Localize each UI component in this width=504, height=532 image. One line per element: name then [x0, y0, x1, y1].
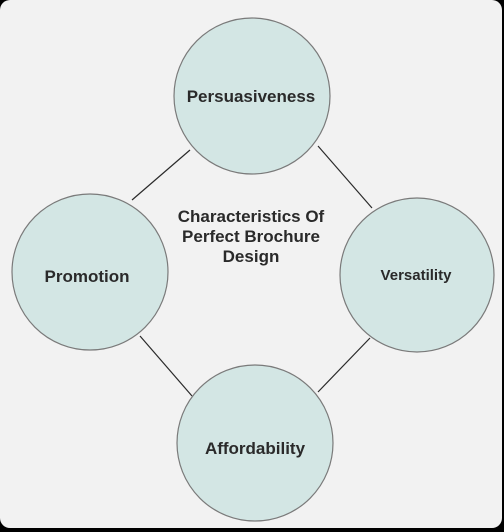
node-affordability: Affordability: [176, 364, 334, 522]
node-persuasiveness-circle: [173, 17, 331, 175]
node-versatility-label: Versatility: [381, 267, 453, 284]
node-persuasiveness-label: Persuasiveness: [187, 87, 316, 106]
connector-promotion-persuasiveness: [131, 149, 191, 201]
connector-persuasiveness-versatility: [317, 145, 373, 209]
center-title-line-2: Perfect Brochure: [182, 227, 320, 246]
center-title-line-3: Design: [222, 247, 280, 266]
node-versatility-circle: [339, 197, 495, 353]
connector-affordability-promotion: [139, 335, 193, 397]
node-versatility: Versatility: [339, 197, 495, 353]
node-affordability-circle: [176, 364, 334, 522]
node-promotion-circle: [11, 193, 169, 351]
center-title-line-1: Characteristics Of: [177, 207, 325, 226]
connector-versatility-affordability: [317, 337, 371, 393]
node-persuasiveness: Persuasiveness: [173, 17, 331, 175]
node-affordability-label: Affordability: [205, 439, 306, 458]
node-promotion: Promotion: [11, 193, 169, 351]
center-title: Characteristics Of Perfect Brochure Desi…: [163, 207, 339, 267]
node-promotion-label: Promotion: [45, 267, 130, 286]
